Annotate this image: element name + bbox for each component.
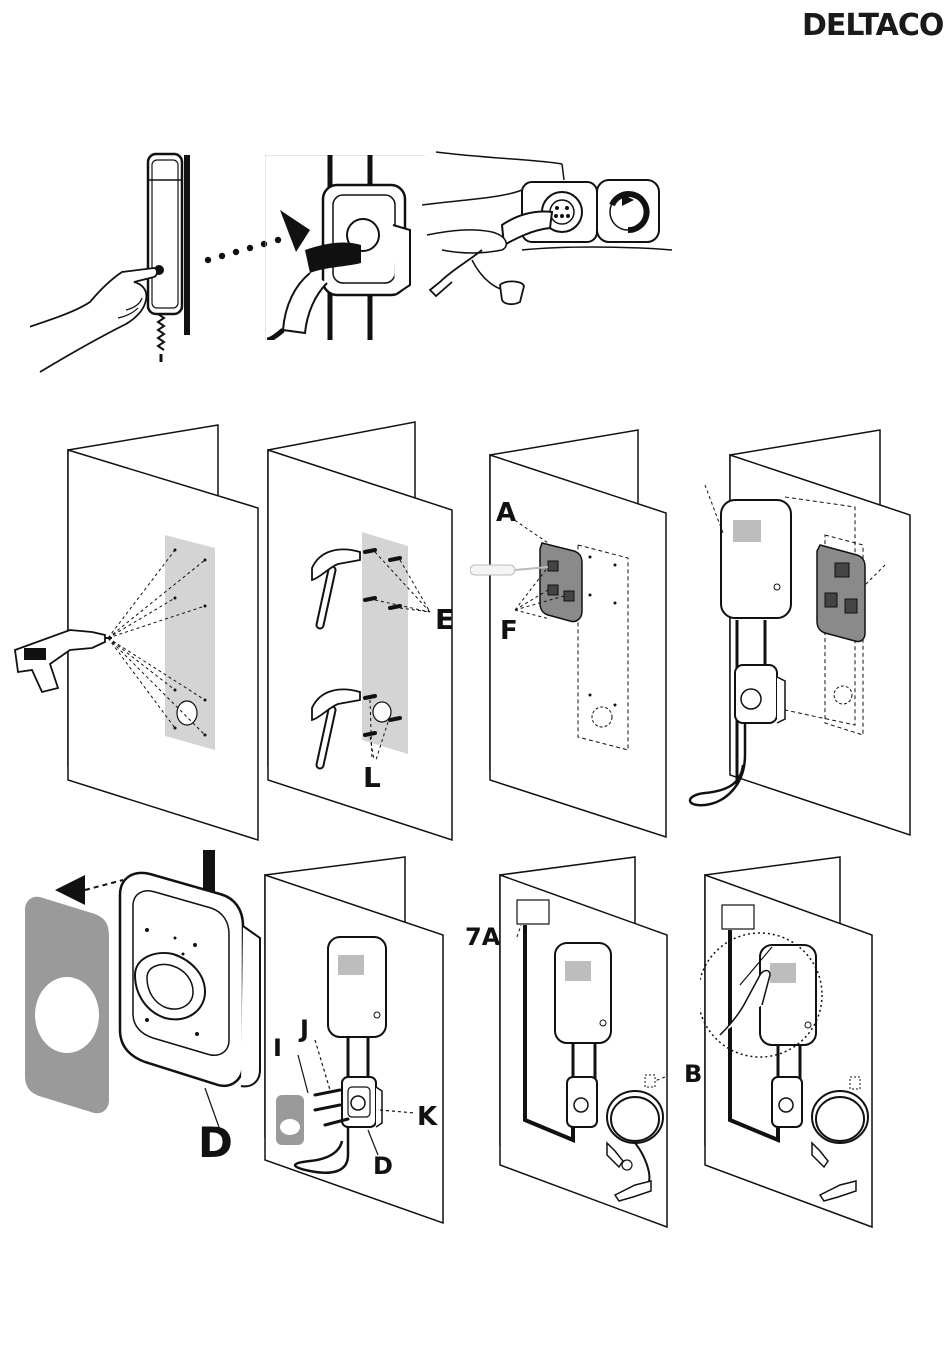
label-K: K [417, 1104, 437, 1130]
label-J: J [300, 1017, 309, 1041]
step-hang-wallbox-panel [685, 425, 915, 845]
step-car-port-illustration [422, 150, 672, 330]
label-E: E [435, 606, 454, 634]
brand-logo: DELTACO [802, 8, 942, 48]
step-hammer-plugs-panel [260, 420, 460, 845]
label-L: L [363, 764, 381, 792]
label-I: I [273, 1036, 282, 1060]
step-press-button-illustration [30, 150, 200, 375]
label-7A: 7A [465, 925, 500, 949]
step-mount-holster-panel [260, 855, 450, 1225]
label-D-small: D [373, 1154, 393, 1178]
label-D-large: D [198, 1122, 233, 1164]
step-stick-label-detail-panel [700, 855, 880, 1235]
step-apply-labels-panel [495, 855, 675, 1235]
label-A: A [496, 500, 516, 526]
label-F: F [500, 618, 518, 644]
step-drill-holes-panel [10, 420, 265, 845]
step-plug-holster-illustration [265, 155, 425, 340]
